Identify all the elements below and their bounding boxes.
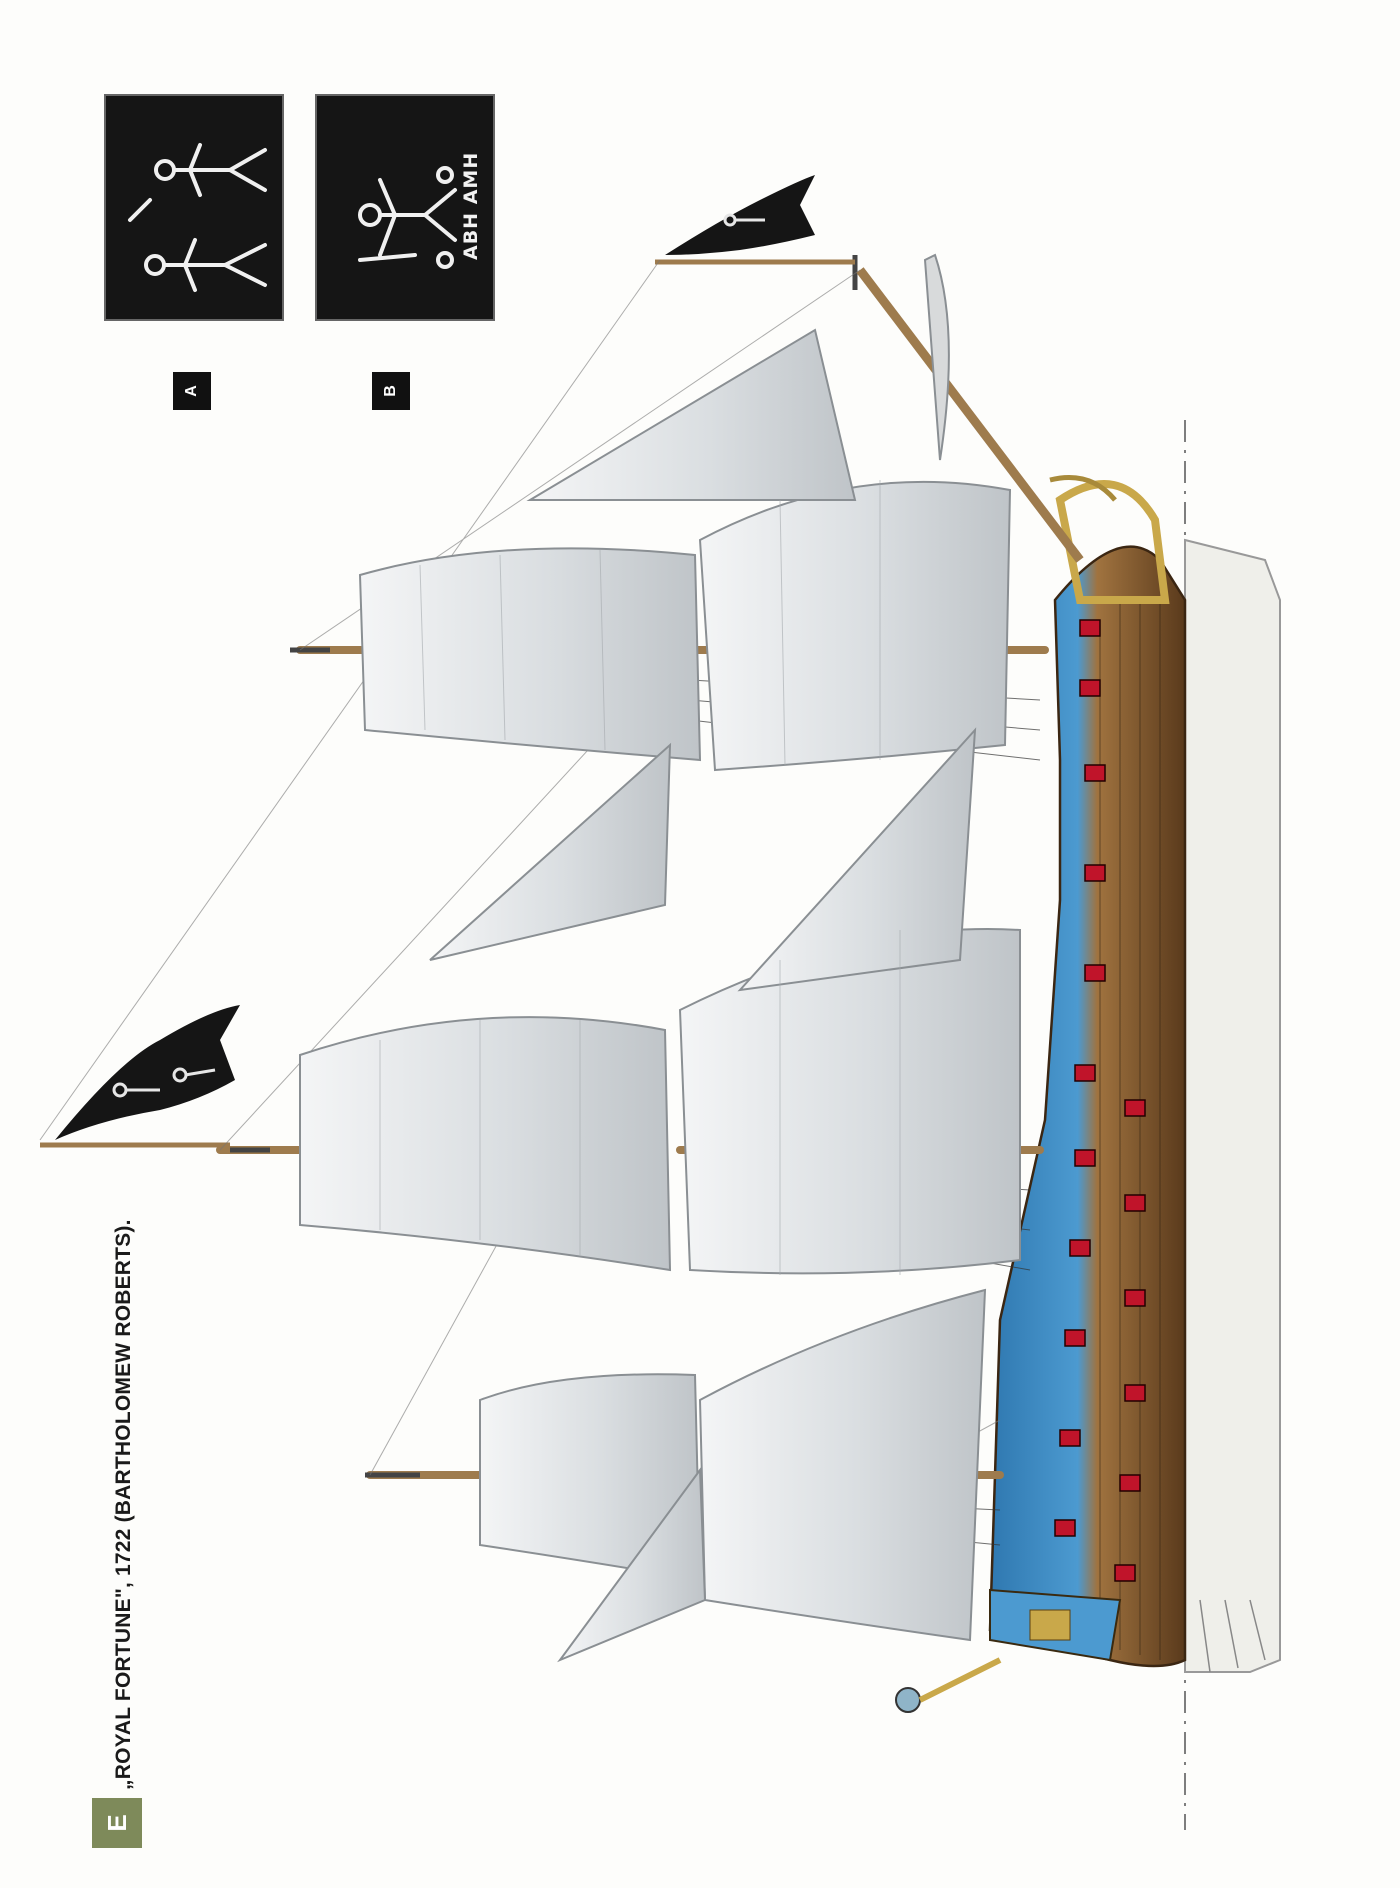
gunports	[1054, 619, 1146, 1582]
flag-a-tag: A	[173, 372, 211, 410]
sails	[299, 253, 1021, 1663]
bow-head	[1055, 480, 1170, 604]
underwater-hull	[1184, 538, 1281, 1673]
bowsprit	[856, 267, 1084, 563]
stern-lantern	[895, 1687, 921, 1713]
bowsprit-flag	[665, 175, 815, 255]
main-mast-flag	[55, 1005, 240, 1140]
flag-a-figures	[128, 143, 267, 292]
flag-b-panel	[315, 94, 495, 321]
plate-title: „ROYAL FORTUNE", 1722 (BARTHOLOMEW ROBER…	[112, 1219, 135, 1790]
plate-letter-badge: E	[92, 1798, 142, 1848]
flag-b-tag: B	[372, 372, 410, 410]
flag-b-text: ABH AMH	[460, 151, 482, 260]
flag-b-figure	[358, 166, 457, 269]
